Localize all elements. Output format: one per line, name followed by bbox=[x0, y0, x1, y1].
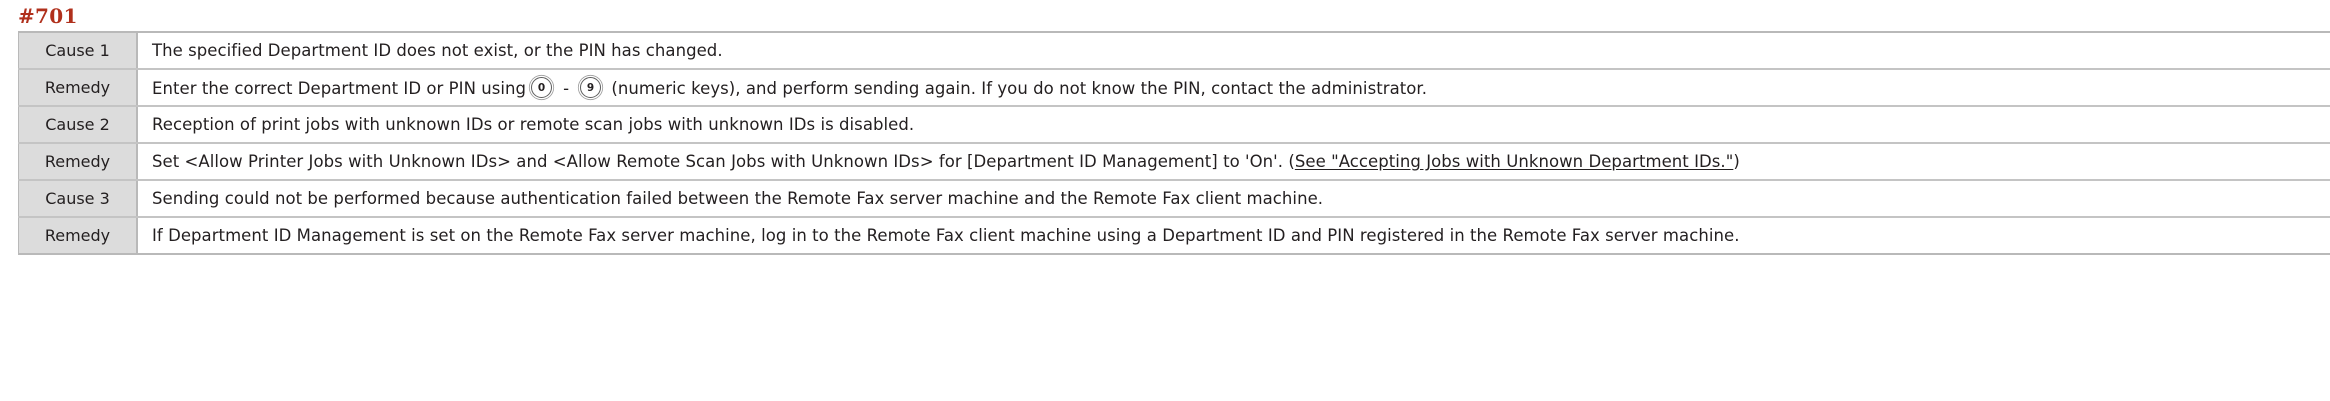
table-row: Cause 3 Sending could not be performed b… bbox=[18, 180, 2330, 218]
row-label-cause-2: Cause 2 bbox=[18, 106, 138, 144]
row-label-remedy-1: Remedy bbox=[18, 69, 138, 107]
row-content-remedy-1: Enter the correct Department ID or PIN u… bbox=[137, 69, 2330, 107]
row-label-remedy-2: Remedy bbox=[18, 143, 138, 181]
row-label-cause-3: Cause 3 bbox=[18, 180, 138, 218]
row-label-cause-1: Cause 1 bbox=[18, 32, 138, 70]
remedy-2-text: Set <Allow Printer Jobs with Unknown IDs… bbox=[152, 152, 1284, 171]
row-content-cause-2: Reception of print jobs with unknown IDs… bbox=[137, 106, 2330, 144]
key-range-separator: - bbox=[563, 79, 570, 98]
cause-remedy-table: Cause 1 The specified Department ID does… bbox=[18, 31, 2330, 255]
row-content-cause-3: Sending could not be performed because a… bbox=[137, 180, 2330, 218]
remedy-text-before-keys: Enter the correct Department ID or PIN u… bbox=[152, 79, 527, 98]
row-label-remedy-3: Remedy bbox=[18, 217, 138, 255]
table-row: Remedy If Department ID Management is se… bbox=[18, 217, 2330, 255]
table-row: Cause 2 Reception of print jobs with unk… bbox=[18, 106, 2330, 144]
row-content-remedy-2: Set <Allow Printer Jobs with Unknown IDs… bbox=[137, 143, 2330, 181]
row-content-remedy-3: If Department ID Management is set on th… bbox=[137, 217, 2330, 255]
remedy-text-after-keys: (numeric keys), and perform sending agai… bbox=[611, 79, 1428, 98]
table-row: Remedy Enter the correct Department ID o… bbox=[18, 69, 2330, 107]
link-open-paren: ( bbox=[1288, 152, 1295, 171]
row-content-cause-1: The specified Department ID does not exi… bbox=[137, 32, 2330, 70]
numeric-key-9-icon: 9 bbox=[580, 77, 602, 98]
numeric-key-0-icon: 0 bbox=[531, 77, 553, 98]
numeric-key-9-label: 9 bbox=[586, 81, 595, 94]
table-row: Cause 1 The specified Department ID does… bbox=[18, 32, 2330, 70]
accepting-jobs-reference-link[interactable]: See "Accepting Jobs with Unknown Departm… bbox=[1294, 152, 1734, 171]
error-code-heading: #701 bbox=[18, 4, 78, 28]
table-row: Remedy Set <Allow Printer Jobs with Unkn… bbox=[18, 143, 2330, 181]
numeric-key-0-label: 0 bbox=[537, 81, 546, 94]
link-close-paren: ) bbox=[1733, 152, 1740, 171]
